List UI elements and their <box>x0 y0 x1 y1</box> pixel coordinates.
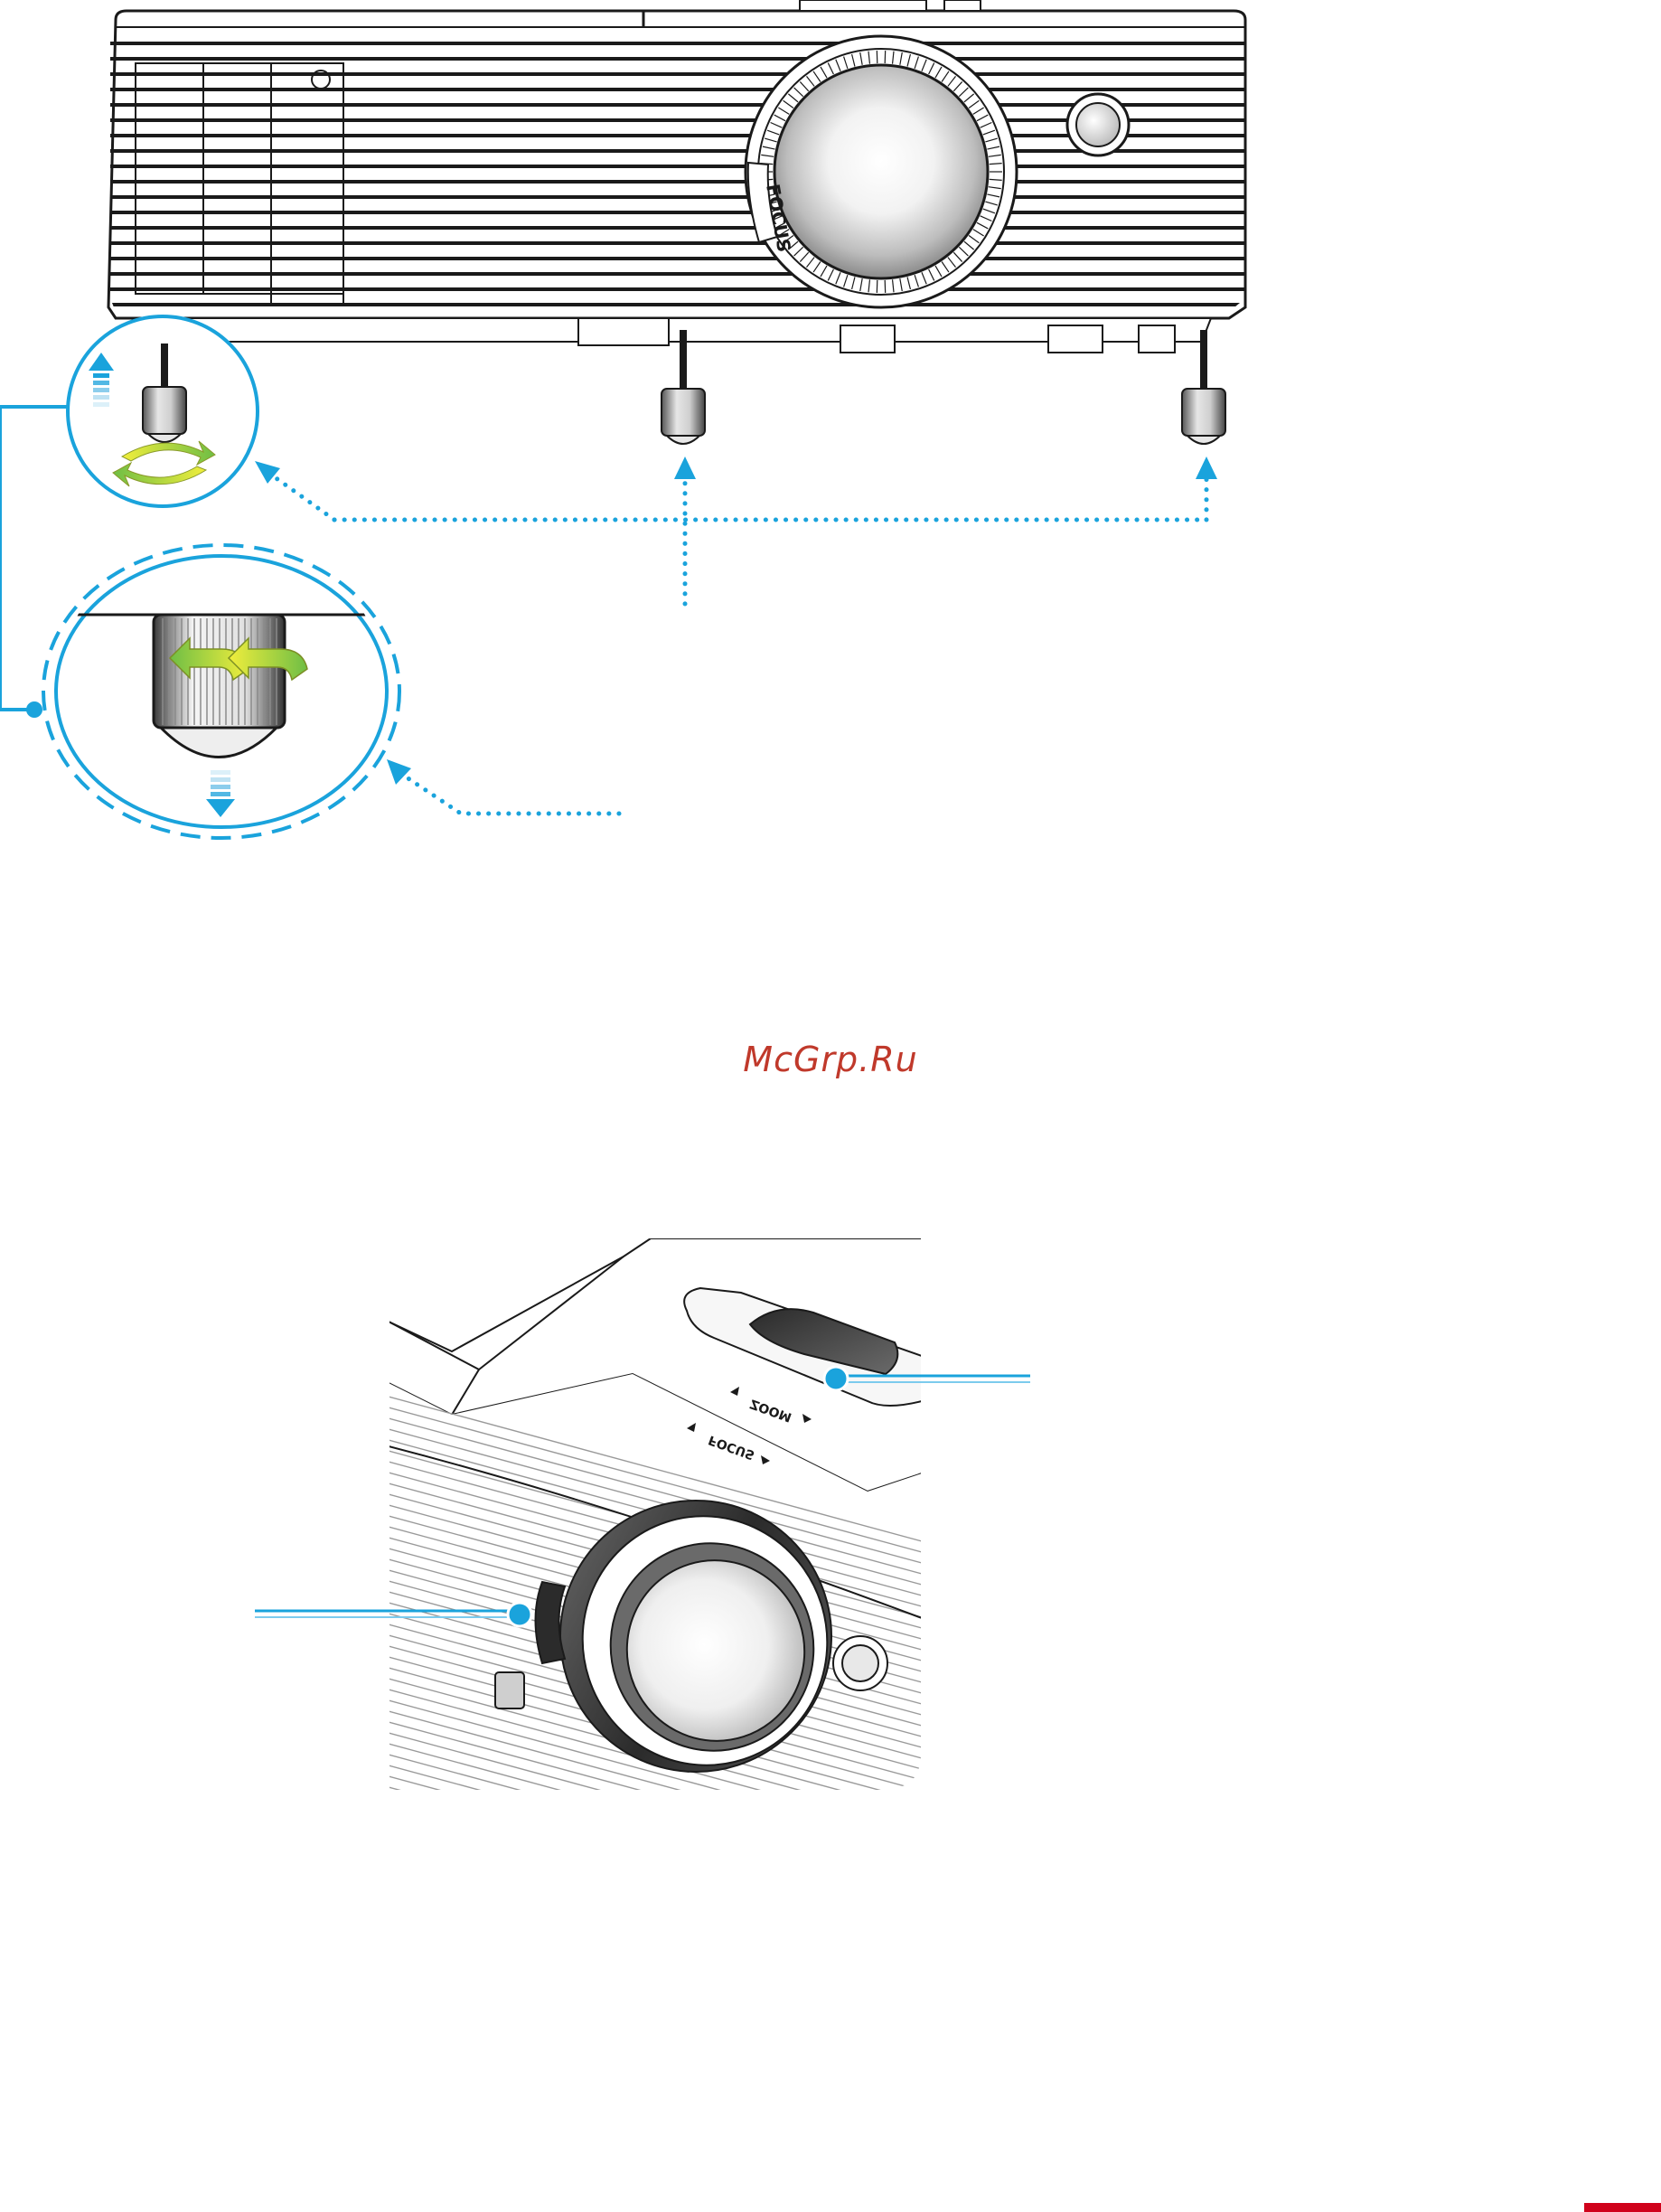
rear-foot-right <box>1182 330 1225 444</box>
zoom-focus-illustration: ZOOM FOCUS <box>0 1238 1661 1817</box>
ir-sensor <box>1067 94 1129 155</box>
foot-callout-zoom <box>43 545 399 838</box>
dotted-leader-lines <box>271 475 1206 814</box>
leader-arrowheads <box>255 457 1217 785</box>
front-foot-center <box>662 330 705 444</box>
page-corner-tab <box>1584 2203 1661 2212</box>
projector-front-illustration: FOCUS <box>0 0 1661 868</box>
projector-body <box>108 0 1245 353</box>
watermark-text: McGrp.Ru <box>0 1040 1661 1079</box>
lens-assembly: FOCUS <box>746 36 1017 307</box>
foot-callout-small <box>68 316 258 506</box>
